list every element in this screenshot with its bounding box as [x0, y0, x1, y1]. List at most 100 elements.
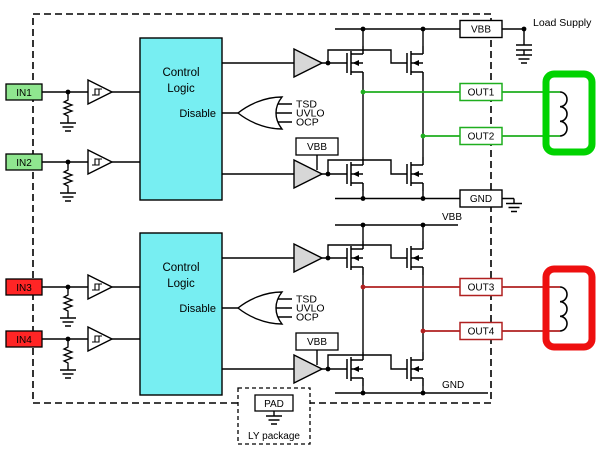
load-supply-label: Load Supply	[533, 17, 592, 29]
control-logic-b-title-line2: Logic	[167, 278, 195, 290]
tsd-b-label: TSD	[296, 294, 317, 306]
junction-dot	[65, 159, 71, 165]
uvlo-a-label: UVLO	[296, 108, 325, 120]
junction-dot	[360, 284, 366, 290]
in2-ground-symbol	[59, 187, 77, 202]
package-label: LY package	[248, 431, 300, 442]
in1-label: IN1	[16, 88, 32, 99]
gnd-b-rail-label: GND	[442, 380, 464, 391]
bridge-a-output-dots	[360, 89, 426, 139]
mosfet-a-top-left	[338, 45, 364, 81]
junction-dot	[420, 26, 426, 32]
junction-dot	[420, 133, 426, 139]
in4-ground-symbol	[59, 364, 77, 379]
bridge-a-wires	[42, 28, 532, 200]
in3-schmitt-buffer	[87, 274, 113, 300]
mosfet-b-top-left	[338, 240, 364, 276]
vbb-b-rail-label: VBB	[442, 212, 462, 223]
in2-schmitt-buffer	[87, 149, 113, 175]
gnd-a-pin-label: GND	[470, 194, 492, 205]
in1-schmitt-buffer	[87, 79, 113, 105]
junction-dot	[360, 196, 366, 201]
in4-pulldown-resistor	[63, 344, 73, 366]
supply-ground-symbol	[515, 49, 533, 64]
bridge-b: IN3 IN4 Control Logic Disable TSD UVLO O…	[5, 212, 596, 396]
pad-pin-label: PAD	[264, 399, 284, 410]
chip-boundary	[32, 13, 492, 404]
disable-a-label: Disable	[179, 108, 216, 120]
gnd-a-ground-symbol	[505, 197, 523, 213]
control-logic-a-block	[139, 37, 223, 201]
vbb-a-pin-label: VBB	[471, 25, 491, 36]
control-logic-a-title-line2: Logic	[167, 83, 195, 95]
bridge-a-output-wires	[363, 91, 560, 137]
junction-dot	[360, 390, 366, 396]
junction-dot	[325, 255, 331, 261]
in4-pin	[5, 330, 43, 348]
fault-or-gate-a	[237, 96, 293, 130]
junction-dot	[360, 89, 366, 95]
bridge-b-junction-dots	[65, 222, 426, 396]
out3-pin	[459, 277, 503, 297]
highside-driver-b	[293, 243, 323, 273]
package-block: PAD LY package	[237, 387, 311, 445]
bridge-a-junction-dots	[65, 26, 527, 201]
lowside-driver-a	[293, 159, 323, 189]
in3-pulldown-resistor	[63, 292, 73, 314]
out4-pin-label: OUT4	[468, 327, 495, 338]
in2-label: IN2	[16, 158, 32, 169]
bridge-b-output-dots	[360, 284, 426, 334]
ocp-a-label: OCP	[296, 117, 319, 129]
out3-pin-label: OUT3	[468, 283, 495, 294]
junction-dot	[420, 328, 426, 334]
mosfet-a-top-right	[398, 45, 424, 81]
mosfet-b-bottom-left	[338, 351, 364, 387]
motor-winding-a	[542, 70, 596, 156]
disable-b-label: Disable	[179, 303, 216, 315]
driver-vbb-b-label: VBB	[307, 337, 327, 348]
control-logic-b-block	[139, 232, 223, 396]
gnd-a-pin	[459, 189, 503, 208]
mosfet-b-top-right	[398, 240, 424, 276]
in4-label: IN4	[16, 335, 32, 346]
out4-pin	[459, 321, 503, 341]
bridge-b-wires	[42, 224, 488, 394]
junction-dot	[521, 26, 527, 32]
mosfet-a-bottom-left	[338, 156, 364, 192]
junction-dot	[360, 222, 366, 228]
in4-schmitt-buffer	[87, 326, 113, 352]
in2-pin	[5, 153, 43, 171]
ocp-b-label: OCP	[296, 312, 319, 324]
junction-dot	[65, 89, 71, 95]
out2-pin	[459, 126, 503, 146]
driver-vbb-a-box	[295, 137, 339, 156]
mosfet-a-bottom-right	[398, 156, 424, 192]
winding-b-inductor	[559, 286, 568, 332]
vbb-a-pin	[459, 19, 503, 39]
in3-label: IN3	[16, 283, 32, 294]
junction-dot	[65, 284, 71, 290]
junction-dot	[325, 366, 331, 372]
junction-dot	[360, 26, 366, 32]
junction-dot	[65, 336, 71, 342]
winding-a-inductor	[559, 91, 568, 137]
out1-pin	[459, 82, 503, 102]
out2-pin-label: OUT2	[468, 132, 495, 143]
junction-dot	[325, 171, 331, 177]
tsd-a-label: TSD	[296, 99, 317, 111]
out1-pin-label: OUT1	[468, 88, 495, 99]
highside-driver-a	[293, 48, 323, 78]
uvlo-b-label: UVLO	[296, 303, 325, 315]
junction-dot	[420, 222, 426, 228]
driver-vbb-a-label: VBB	[307, 142, 327, 153]
in1-ground-symbol	[59, 117, 77, 132]
control-logic-a-title-line1: Control	[162, 67, 199, 79]
in3-pin	[5, 278, 43, 296]
in3-ground-symbol	[59, 312, 77, 327]
in2-pulldown-resistor	[63, 167, 73, 189]
in1-pulldown-resistor	[63, 97, 73, 119]
fault-or-gate-b	[237, 291, 293, 325]
mosfet-b-bottom-right	[398, 351, 424, 387]
